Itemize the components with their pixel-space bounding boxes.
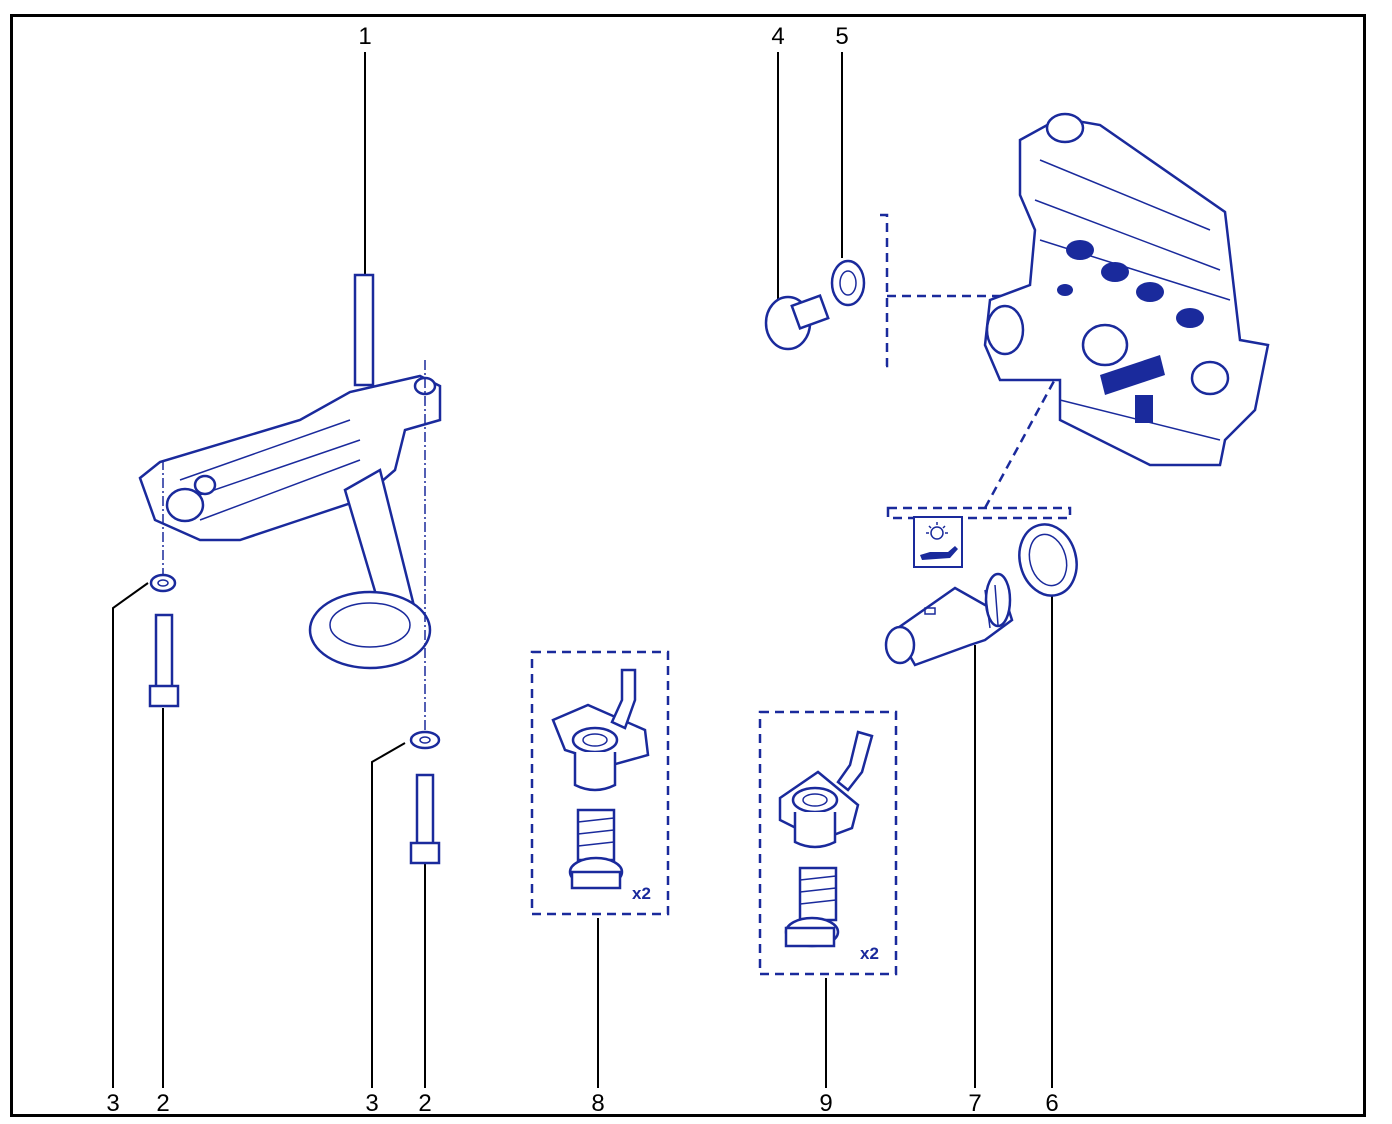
- oil-pressure-switch-7: [884, 572, 1014, 667]
- leader-3a: [112, 582, 149, 1088]
- pump-shaft: [353, 273, 375, 387]
- callout-8: 8: [591, 1090, 605, 1117]
- group-box-8: [530, 650, 670, 916]
- leader-lines: [112, 52, 1053, 1088]
- seal-ring-6: [1018, 523, 1078, 597]
- banjo-fitting-8: [551, 668, 650, 890]
- group-boxes: [530, 213, 1072, 976]
- quantity-label-8: x2: [632, 884, 651, 903]
- seal-ring-5: [830, 259, 866, 307]
- group-box-6-7-top: [886, 506, 1072, 520]
- callout-6: 6: [1045, 1090, 1059, 1117]
- callout-3-left: 3: [106, 1090, 120, 1117]
- engine-block-illustration: [983, 112, 1270, 467]
- bolt-head-2-right: [409, 841, 441, 865]
- bolt-and-washer-right: [409, 730, 441, 865]
- link-6-7-to-engine: [983, 369, 1062, 509]
- bolt-shank-2-right: [415, 773, 435, 847]
- group-bracket-4-5: [880, 213, 889, 368]
- group-box-9: [758, 710, 898, 976]
- callout-3-right: 3: [365, 1090, 379, 1117]
- callout-4: 4: [771, 23, 785, 50]
- callout-1: 1: [358, 23, 372, 50]
- banjo-fitting-9: [778, 730, 874, 948]
- oil-pressure-warning-icon: [913, 516, 963, 568]
- callout-7: 7: [968, 1090, 982, 1117]
- plug-and-seal: [764, 259, 866, 351]
- bolt-head-2-left: [148, 684, 180, 708]
- callout-9: 9: [819, 1090, 833, 1117]
- leader-3b: [371, 742, 406, 1088]
- diagram-frame: [10, 14, 1366, 1117]
- callout-5: 5: [835, 23, 849, 50]
- washer-3-right: [409, 730, 441, 750]
- callout-2-right: 2: [418, 1090, 432, 1117]
- bolt-and-washer-left: [148, 573, 180, 708]
- washer-3-left: [149, 573, 177, 593]
- oil-pump-part-1: [138, 273, 442, 730]
- quantity-label-9: x2: [860, 944, 879, 963]
- bolt-shank-2-left: [154, 613, 174, 689]
- callout-2-left: 2: [156, 1090, 170, 1117]
- pump-body: [138, 374, 442, 542]
